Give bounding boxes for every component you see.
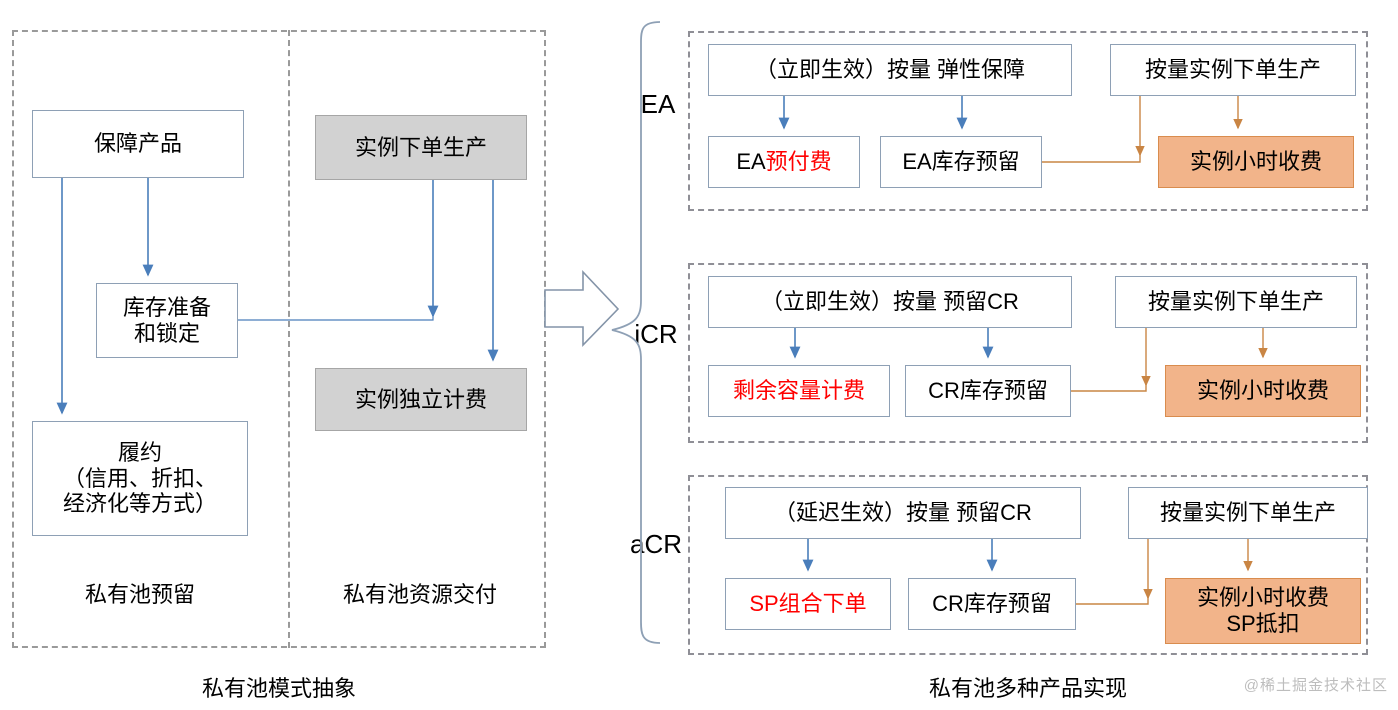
node-label-line1: 履约 [117,439,162,465]
node-label: CR库存预留 [932,591,1052,617]
left-panel-column-divider [288,30,290,648]
icr-node-inventory-reserve[interactable]: CR库存预留 [905,365,1071,417]
icr-node-top-right[interactable]: 按量实例下单生产 [1115,276,1357,328]
acr-node-inventory-reserve[interactable]: CR库存预留 [908,578,1076,630]
node-label: 按量实例下单生产 [1144,57,1321,83]
caption-text: 私有池资源交付 [342,582,497,607]
node-label: 实例下单生产 [354,134,487,160]
acr-node-hourly-charge-sp-deduct[interactable]: 实例小时收费 SP抵扣 [1165,578,1361,644]
node-label-plain: EA [736,149,766,175]
section-tag-text: aCR [629,528,682,559]
right-panel-title: 私有池多种产品实现 [688,672,1368,702]
node-label: 按量实例下单生产 [1159,500,1336,526]
section-tag-ea: EA [628,88,688,120]
node-label: （延迟生效）按量 预留CR [774,500,1032,526]
node-label: 按量实例下单生产 [1147,289,1324,315]
node-shili-duli-jifei[interactable]: 实例独立计费 [315,368,527,431]
section-box-icr [688,263,1368,443]
node-label-line1: 实例小时收费 [1189,149,1322,175]
node-label-line2: 和锁定 [133,320,200,346]
node-label-line1: 实例小时收费 [1196,585,1329,611]
watermark-text: @稀土掘金技术社区 [1243,676,1388,694]
node-baozhang-chanpin[interactable]: 保障产品 [32,110,244,178]
section-box-ea [688,31,1368,211]
ea-node-hourly-charge[interactable]: 实例小时收费 [1158,136,1354,188]
ea-node-top-left[interactable]: （立即生效）按量 弹性保障 [708,44,1072,96]
node-label-line1: 库存准备 [122,294,211,320]
caption-siyouchi-ziyuan-jiaofu: 私有池资源交付 [300,578,540,608]
left-panel-title: 私有池模式抽象 [12,672,546,702]
node-label-line2: SP抵扣 [1226,611,1300,636]
node-label: （立即生效）按量 预留CR [761,289,1019,315]
node-label: CR库存预留 [928,378,1048,404]
section-tag-icr: iCR [624,318,688,350]
node-shili-xiadan-shengchan[interactable]: 实例下单生产 [315,115,527,180]
section-tag-text: iCR [634,318,678,349]
icr-node-residual-capacity-billing[interactable]: 剩余容量计费 [708,365,890,417]
node-label: 实例独立计费 [354,386,487,412]
section-box-acr [688,475,1368,655]
node-label: （立即生效）按量 弹性保障 [754,57,1026,83]
node-kucun-zhunbei-hesuoding[interactable]: 库存准备 和锁定 [96,283,238,358]
title-text: 私有池多种产品实现 [928,676,1127,701]
icr-node-hourly-charge[interactable]: 实例小时收费 [1165,365,1361,417]
ea-node-top-right[interactable]: 按量实例下单生产 [1110,44,1356,96]
node-label-line3: 经济化等方式） [62,491,217,517]
ea-node-inventory-reserve[interactable]: EA库存预留 [880,136,1042,188]
watermark: @稀土掘金技术社区 [1198,672,1388,696]
node-label-red: 预付费 [765,149,832,175]
node-label-red: SP组合下单 [749,591,867,617]
transition-block-arrow [544,269,620,347]
acr-node-sp-combo-order[interactable]: SP组合下单 [725,578,891,630]
title-text: 私有池模式抽象 [201,676,356,701]
section-tag-acr: aCR [622,528,690,560]
acr-node-top-left[interactable]: （延迟生效）按量 预留CR [725,487,1081,539]
node-label-red: 剩余容量计费 [732,378,865,404]
node-label-line1: 实例小时收费 [1196,378,1329,404]
node-label: 保障产品 [93,131,182,157]
acr-node-top-right[interactable]: 按量实例下单生产 [1128,487,1368,539]
caption-text: 私有池预留 [84,582,195,607]
node-lvyue[interactable]: 履约 （信用、折扣、 经济化等方式） [32,421,248,536]
node-label: EA库存预留 [902,149,1020,175]
icr-node-top-left[interactable]: （立即生效）按量 预留CR [708,276,1072,328]
caption-siyouchi-yuliu: 私有池预留 [32,578,248,608]
node-label-line2: （信用、折扣、 [62,465,217,491]
section-tag-text: EA [640,88,676,119]
